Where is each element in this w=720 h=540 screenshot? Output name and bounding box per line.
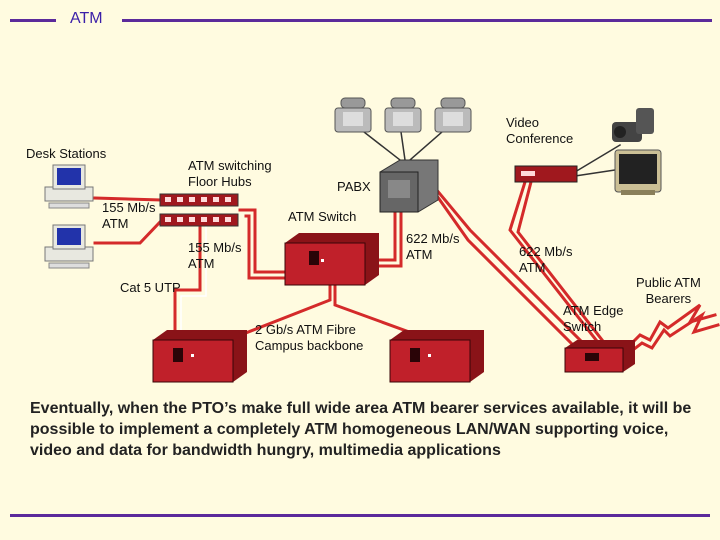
label-155-top: 155 Mb/s ATM (102, 200, 155, 232)
label-155-mid: 155 Mb/s ATM (188, 240, 241, 272)
tv-monitor-icon (614, 149, 662, 195)
desk-station-pc-2 (44, 224, 94, 269)
label-line: ATM switching (188, 158, 272, 173)
link-video-to-edge (508, 180, 609, 348)
link-central-to-pabx (373, 203, 403, 268)
label-line: Campus backbone (255, 338, 364, 353)
label-line: 622 Mb/s (406, 231, 460, 246)
link-desk1-hub1 (93, 196, 162, 202)
pabx-box (379, 159, 439, 213)
label-line: 155 Mb/s (188, 240, 242, 255)
label-line: ATM (102, 216, 129, 231)
label-campus-backbone: 2 Gb/s ATM Fibre Campus backbone (255, 322, 363, 354)
link-public-bearers (622, 303, 720, 359)
link-desk2-hub2 (93, 219, 163, 245)
page-title: ATM (70, 10, 103, 27)
video-switch (514, 165, 578, 183)
label-video-conference: Video Conference (506, 115, 573, 147)
link-lines (93, 123, 720, 359)
atm-edge-switch (564, 340, 635, 373)
label-line: Bearers (645, 291, 692, 306)
label-atm-switch: ATM Switch (288, 209, 357, 224)
label-public-atm-bearers: Public ATM Bearers (636, 275, 701, 307)
label-atm-switching-hubs: ATM switching Floor Hubs (188, 158, 272, 190)
label-line: Floor Hubs (188, 174, 252, 189)
link-pabx-to-edge (432, 185, 588, 353)
label-line: ATM (519, 260, 546, 275)
label-line: ATM (188, 256, 215, 271)
floor-hub-1 (159, 193, 239, 207)
label-pabx: PABX (337, 179, 371, 194)
telephone-3 (434, 97, 472, 133)
label-line: ATM (406, 247, 433, 262)
central-atm-switch (284, 233, 379, 286)
label-line: Conference (506, 131, 574, 146)
slide-caption: Eventually, when the PTO’s make full wid… (30, 400, 692, 459)
label-line: Switch (563, 319, 602, 334)
label-622-right: 622 Mb/s ATM (519, 244, 572, 276)
desk-station-pc-1 (44, 164, 94, 209)
label-line: 155 Mb/s (102, 200, 156, 215)
label-line: ATM Edge (563, 303, 624, 318)
title-rule-left (10, 19, 56, 22)
label-line: 622 Mb/s (519, 244, 573, 259)
link-hub-to-left-switch (173, 218, 207, 332)
title-rule-right (122, 19, 712, 22)
label-line: Public ATM (636, 275, 701, 290)
link-hub-to-central-switch (238, 208, 287, 280)
telephone-2 (384, 97, 422, 133)
label-622-left: 622 Mb/s ATM (406, 231, 459, 263)
label-line: 2 Gb/s ATM Fibre (255, 322, 356, 337)
label-line: Video (506, 115, 540, 130)
floor-hub-2 (159, 213, 239, 227)
campus-atm-switch-right (389, 330, 484, 383)
label-desk-stations: Desk Stations (26, 146, 107, 161)
campus-atm-switch-left (152, 330, 247, 383)
label-cat5-utp: Cat 5 UTP (120, 280, 181, 295)
video-camera-icon (612, 108, 654, 142)
telephone-1 (334, 97, 372, 133)
label-atm-edge-switch: ATM Edge Switch (563, 303, 623, 335)
footer-rule (10, 514, 710, 517)
link-video-equipment (573, 143, 622, 177)
